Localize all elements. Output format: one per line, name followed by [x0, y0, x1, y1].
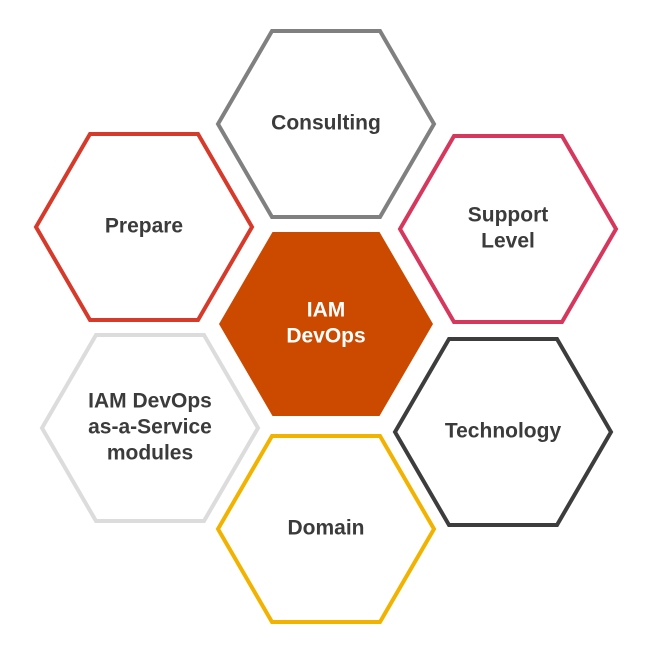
hexagon-iam-devops-as-a-service-modules-label-line-2: as-a-Service: [88, 416, 212, 439]
hexagon-iam-devops-as-a-service-modules-label-line-1: IAM DevOps: [88, 390, 212, 413]
hexagon-prepare-shape: [33, 132, 255, 322]
hexagon-prepare: Prepare: [33, 132, 255, 322]
hexagon-support-level-label-line-2: Level: [481, 230, 535, 253]
hexagon-domain-label-line-1: Domain: [287, 517, 364, 540]
hexagon-technology-shape: [392, 337, 614, 527]
hexagon-center-iam-devops-label-line-2: DevOps: [286, 325, 365, 348]
hexagon-support-level-label-line-1: Support: [468, 204, 548, 227]
hexagon-technology-label-line-1: Technology: [445, 420, 562, 443]
hexagon-technology: Technology: [392, 337, 614, 527]
hexagon-center-iam-devops-shape: [219, 232, 433, 416]
hexagon-prepare-label-line-1: Prepare: [105, 215, 183, 238]
hexagon-consulting: Consulting: [215, 29, 437, 219]
hexagon-domain: Domain: [215, 434, 437, 624]
hexagon-consulting-label-line-1: Consulting: [271, 112, 381, 135]
hexagon-iam-devops-as-a-service-modules-shape: [39, 333, 261, 523]
hexagon-iam-devops-as-a-service-modules: IAM DevOps as-a-Service modules: [39, 333, 261, 523]
hexagon-support-level-shape: [397, 134, 619, 324]
hexagon-center-iam-devops-label-line-1: IAM: [307, 299, 346, 322]
hexagon-consulting-shape: [215, 29, 437, 219]
hexagon-iam-devops-as-a-service-modules-label-line-3: modules: [107, 442, 193, 465]
hexagon-center-iam-devops: IAM DevOps: [219, 232, 433, 416]
hexagon-domain-shape: [215, 434, 437, 624]
